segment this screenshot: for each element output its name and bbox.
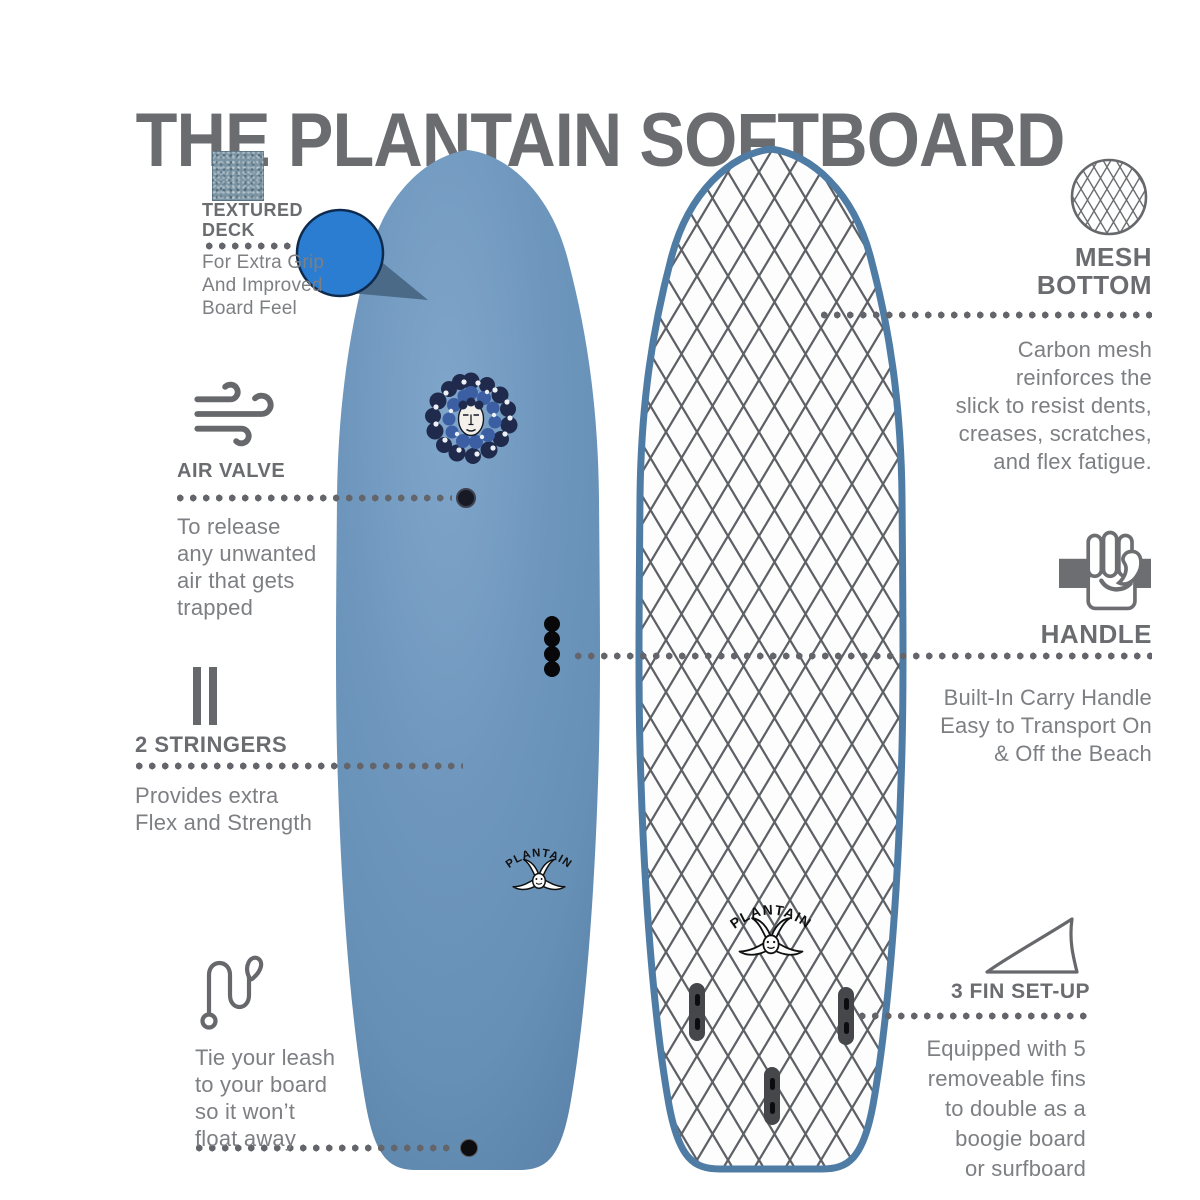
carry-handle	[544, 616, 560, 677]
fin-icon	[985, 917, 1079, 974]
surfboard-deck	[336, 150, 600, 1170]
dotted-connector-fins	[858, 1012, 1088, 1020]
leash-plug-dot	[460, 1139, 478, 1157]
textured-deck-title-line1: TEXTURED	[202, 200, 304, 220]
plantain-logo-bottom	[726, 892, 816, 975]
stringers-title: 2 STRINGERS	[135, 732, 288, 757]
dotted-connector-leash	[195, 1144, 451, 1152]
handle-description: Built-In Carry Handle Easy to Transport …	[940, 685, 1152, 766]
plantain-logo-deck	[502, 838, 576, 906]
air-valve-description: To release any unwanted air that gets tr…	[177, 514, 317, 620]
fist-handle-icon	[1059, 530, 1151, 611]
medusa-logo	[425, 372, 518, 464]
magnifier-circle	[295, 208, 385, 298]
air-valve-dot	[456, 488, 476, 508]
dotted-connector-mesh-bottom	[820, 311, 1152, 319]
fin-setup-title: 3 FIN SET-UP	[950, 980, 1090, 1003]
dotted-connector-air-valve	[176, 494, 452, 502]
dotted-connector-handle	[574, 652, 1152, 660]
textured-deck-swatch-icon	[212, 151, 264, 201]
page-title: THE PLANTAIN SOFTBOARD	[135, 97, 1066, 183]
air-valve-title: AIR VALVE	[177, 460, 286, 482]
textured-deck-title-line2: DECK	[202, 220, 256, 240]
mesh-icon	[1070, 158, 1148, 236]
deck-texture-magnifier	[295, 208, 428, 300]
mesh-bottom-description: Carbon mesh reinforces the slick to resi…	[955, 337, 1152, 474]
dotted-connector-textured-deck	[205, 242, 293, 250]
leash-icon	[200, 955, 264, 1030]
fin-box-left	[689, 983, 705, 1041]
wind-icon	[194, 381, 274, 447]
stringers-description: Provides extra Flex and Strength	[135, 783, 313, 835]
handle-title: HANDLE	[1040, 619, 1152, 649]
stringers-icon	[193, 667, 217, 725]
textured-deck-description: For Extra Grip And Improved Board Feel	[202, 252, 325, 319]
textured-deck-title: TEXTURED DECK	[202, 200, 303, 240]
fin-box-center	[764, 1067, 780, 1125]
board-rail	[635, 146, 907, 1173]
leash-description: Tie your leash to your board so it won’t…	[195, 1045, 336, 1151]
dotted-connector-stringers	[135, 762, 463, 770]
fin-setup-description: Equipped with 5 removeable fins to doubl…	[926, 1036, 1086, 1181]
mesh-bottom-title: MESH BOTTOM	[1036, 242, 1152, 300]
fin-box-right	[838, 987, 854, 1045]
